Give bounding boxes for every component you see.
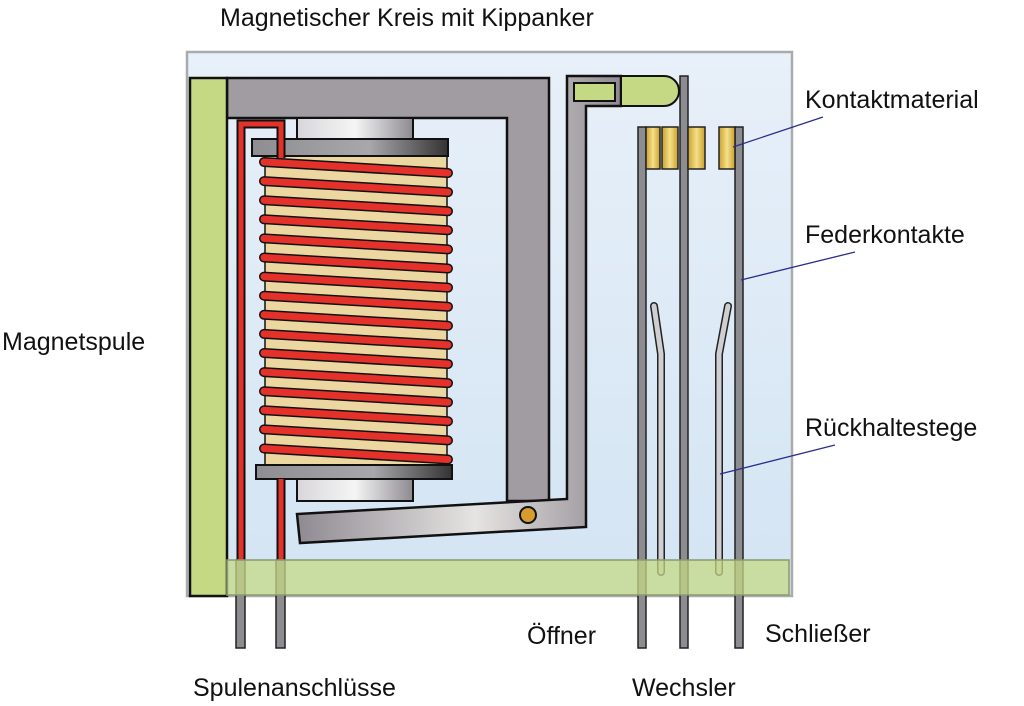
winding — [260, 158, 452, 177]
winding — [260, 311, 452, 330]
winding — [260, 387, 452, 406]
winding — [260, 349, 452, 368]
coil-leads — [236, 119, 286, 560]
winding — [260, 445, 452, 463]
winding — [260, 215, 452, 234]
label-break-contact: Öffner — [527, 622, 597, 650]
label-changeover: Wechsler — [632, 674, 736, 702]
pivot-icon — [519, 506, 537, 524]
winding — [260, 425, 452, 444]
core-top — [296, 117, 414, 141]
bottom-flange — [255, 464, 453, 480]
winding — [260, 177, 452, 196]
label-retaining-bars: Rückhaltestege — [805, 414, 978, 442]
base-plate — [226, 559, 790, 596]
winding — [260, 234, 452, 253]
contact-material — [645, 126, 736, 170]
diagram-title: Magnetischer Kreis mit Kippanker — [220, 4, 594, 32]
label-coil: Magnetspule — [2, 328, 146, 356]
top-flange — [251, 138, 449, 157]
leader-lines — [719, 116, 856, 475]
label-contact-material: Kontaktmaterial — [805, 86, 979, 114]
winding — [260, 196, 452, 215]
winding — [260, 406, 452, 425]
coil-support — [188, 76, 229, 598]
label-make-contact: Schließer — [765, 620, 871, 648]
actuator-tab — [620, 75, 680, 107]
coil-windings — [259, 157, 453, 465]
core-bottom — [296, 478, 414, 502]
armature-insulator — [573, 82, 616, 102]
label-coil-terminals: Spulenanschlüsse — [193, 674, 396, 702]
winding — [260, 292, 452, 311]
retaining-bars — [650, 302, 732, 576]
contact-pins — [637, 75, 744, 649]
winding — [260, 368, 452, 387]
label-spring-contacts: Federkontakte — [805, 221, 965, 249]
winding — [260, 330, 452, 349]
winding — [260, 254, 452, 272]
winding — [260, 273, 452, 292]
